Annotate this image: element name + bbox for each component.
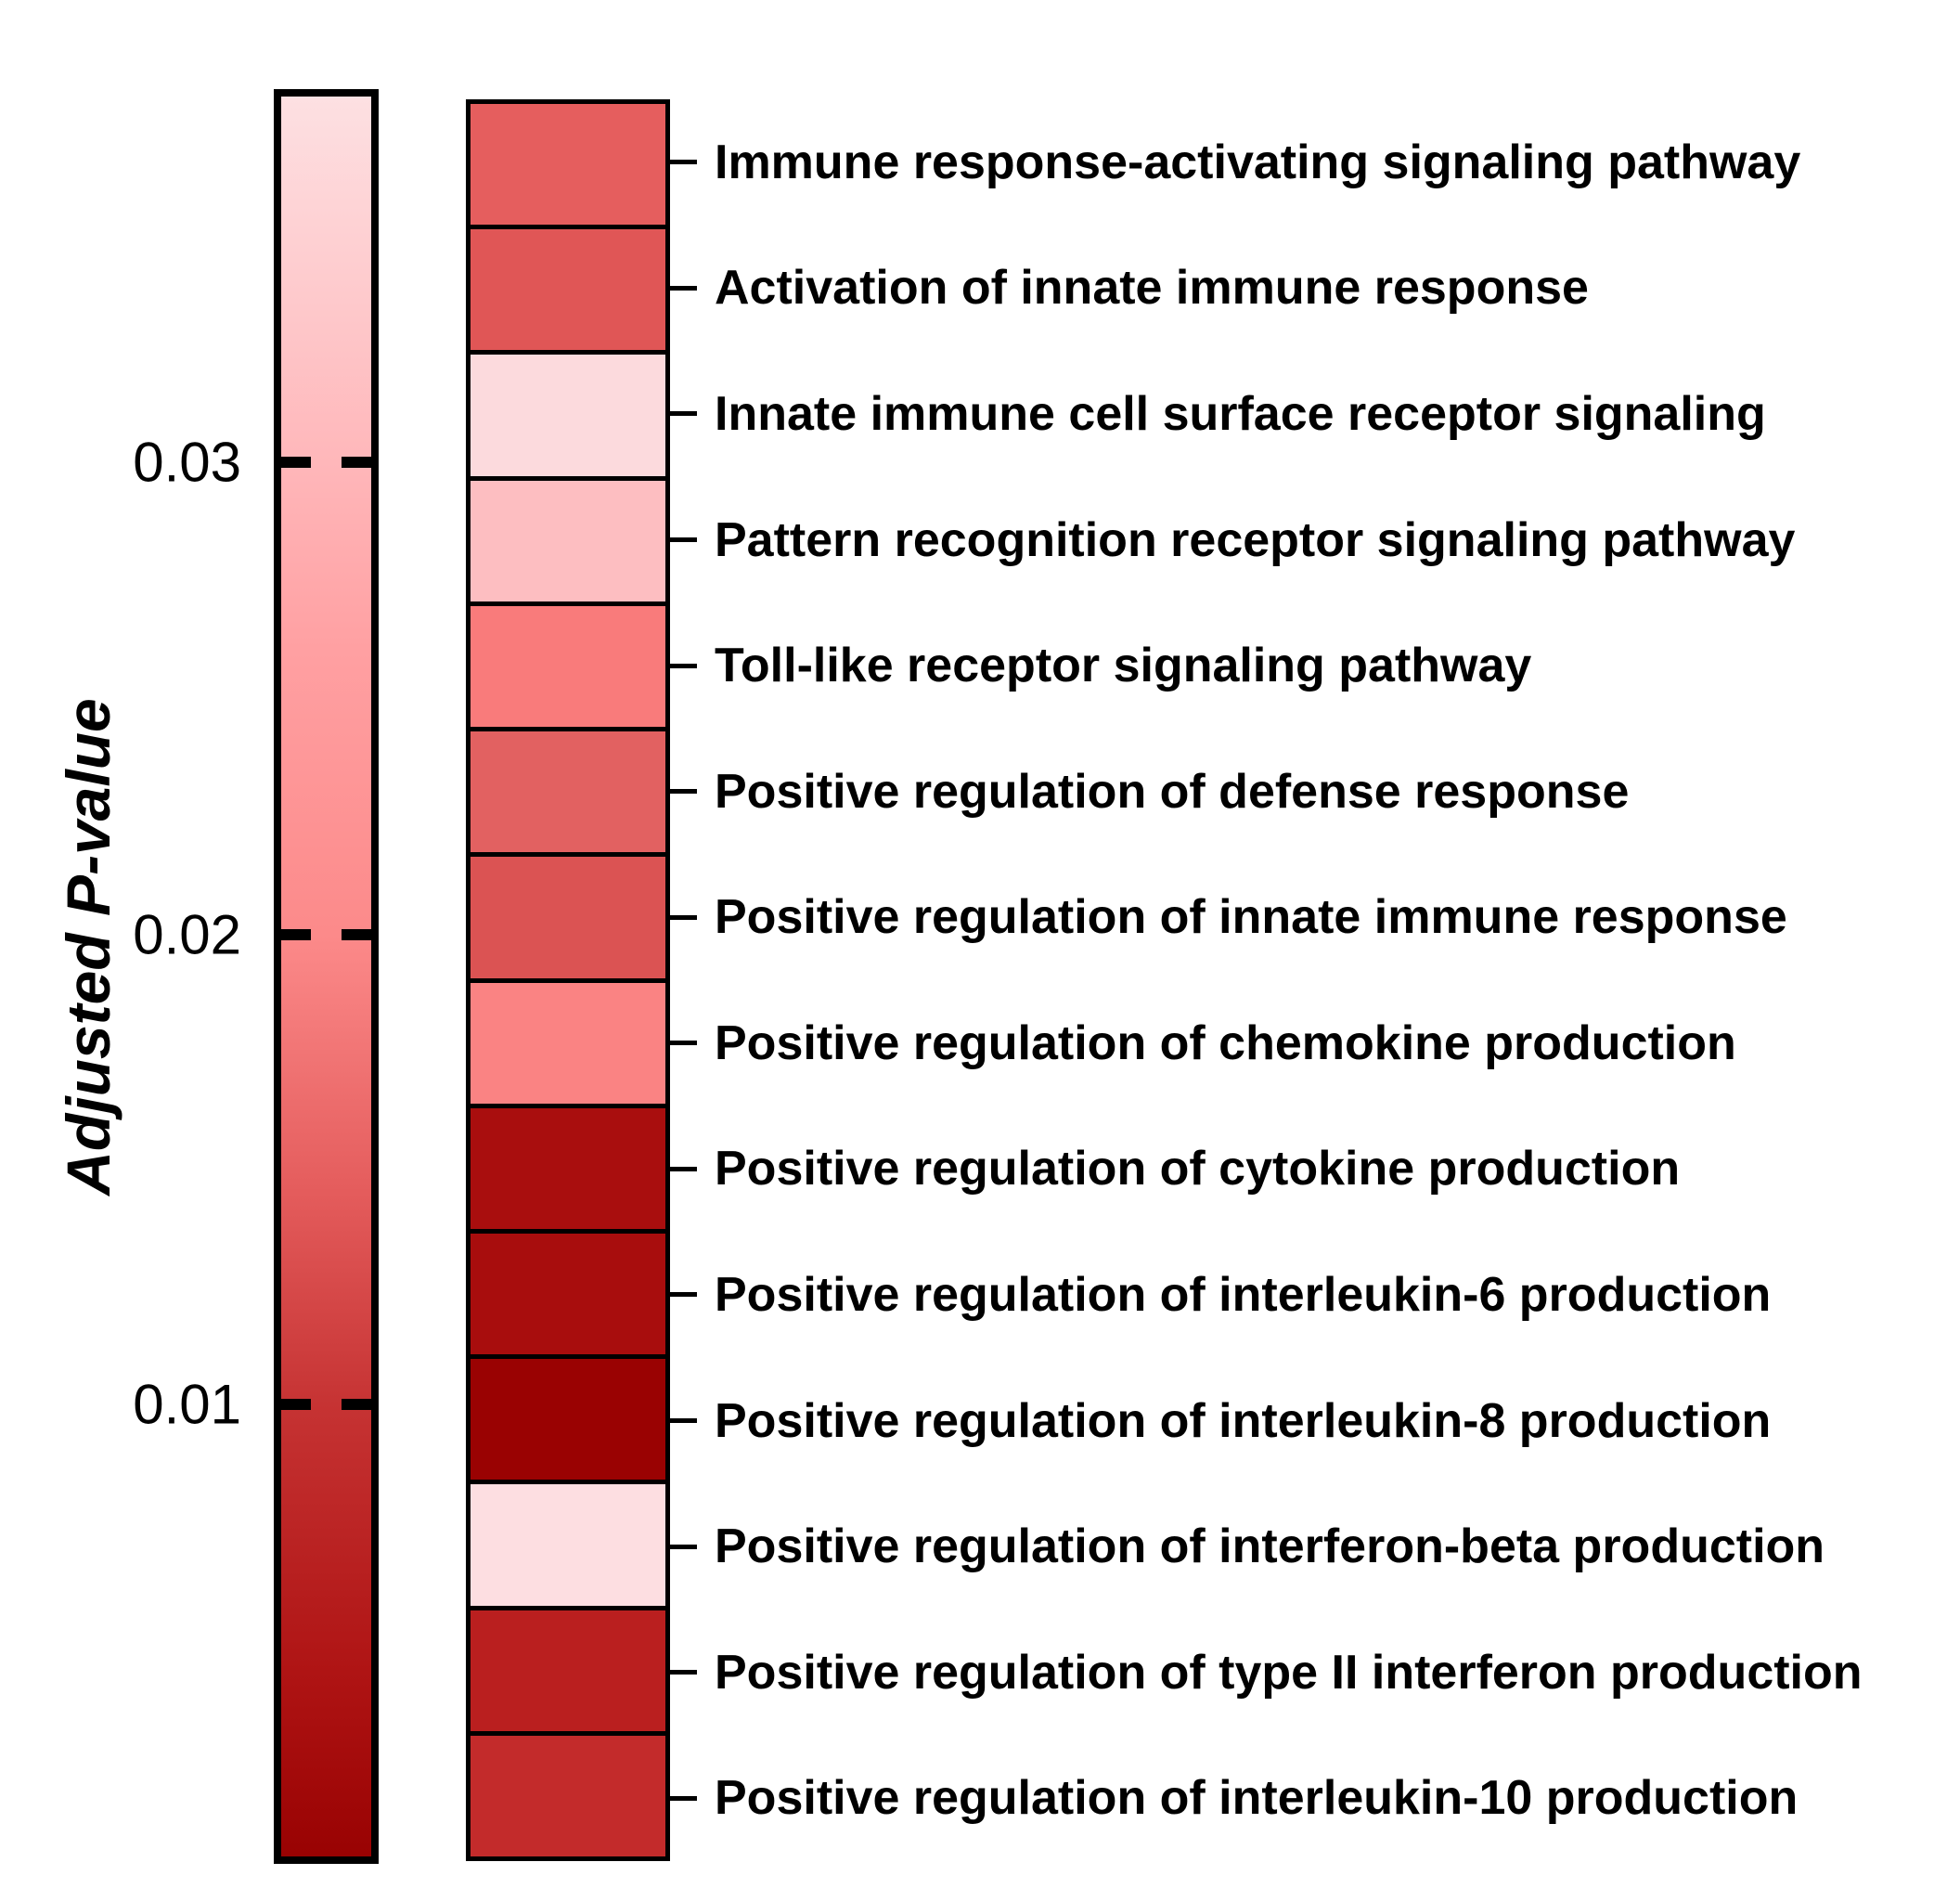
colorbar-tick-label-0.03: 0.03 (133, 431, 241, 494)
heatmap-cell (471, 225, 665, 351)
heatmap-cell (471, 1354, 665, 1481)
heatmap-cell (471, 727, 665, 853)
row-tick-mark (665, 914, 697, 920)
heatmap-cell (471, 1103, 665, 1229)
heatmap-cell (471, 977, 665, 1104)
colorbar-tick-label-0.02: 0.02 (133, 903, 241, 966)
row-tick-mark (665, 1670, 697, 1675)
row-tick-mark (665, 1795, 697, 1801)
colorbar-tick-mark (281, 929, 311, 940)
row-tick-mark (665, 789, 697, 795)
heatmap-cell (471, 350, 665, 476)
heatmap-cell (471, 1730, 665, 1857)
row-label: Positive regulation of innate immune res… (715, 890, 1787, 945)
row-label: Innate immune cell surface receptor sign… (715, 386, 1766, 441)
row-tick-mark (665, 537, 697, 542)
row-label: Positive regulation of interleukin-10 pr… (715, 1771, 1799, 1826)
row-label: Positive regulation of defense response (715, 764, 1630, 819)
row-tick-mark (665, 1418, 697, 1423)
colorbar-tick-mark (342, 1399, 371, 1410)
row-label: Toll-like receptor signaling pathway (715, 639, 1532, 693)
colorbar-tick-mark (342, 457, 371, 468)
row-tick-mark (665, 411, 697, 417)
row-label: Positive regulation of interleukin-6 pro… (715, 1267, 1772, 1322)
heatmap-cell (471, 475, 665, 601)
colorbar-tick-mark (281, 1399, 311, 1410)
row-label: Pattern recognition receptor signaling p… (715, 512, 1796, 567)
row-tick-mark (665, 1544, 697, 1549)
heatmap-cell (471, 104, 665, 226)
heatmap-column (466, 99, 670, 1861)
row-label: Positive regulation of interleukin-8 pro… (715, 1393, 1772, 1448)
row-label: Immune response-activating signaling pat… (715, 135, 1801, 189)
row-label: Activation of innate immune response (715, 261, 1589, 316)
heatmap-cell (471, 852, 665, 978)
row-tick-mark (665, 1166, 697, 1171)
colorbar-gradient (274, 89, 379, 1864)
heatmap-cell (471, 1228, 665, 1355)
row-label: Positive regulation of chemokine product… (715, 1015, 1736, 1070)
row-tick-mark (665, 663, 697, 668)
row-label: Positive regulation of cytokine producti… (715, 1142, 1681, 1196)
heatmap-cell (471, 601, 665, 728)
heatmap-cell (471, 1605, 665, 1731)
colorbar-tick-label-0.01: 0.01 (133, 1373, 241, 1436)
colorbar-tick-mark (342, 929, 371, 940)
row-tick-mark (665, 1292, 697, 1298)
row-tick-mark (665, 160, 697, 165)
colorbar-tick-mark (281, 457, 311, 468)
row-label: Positive regulation of interferon-beta p… (715, 1520, 1825, 1574)
row-tick-mark (665, 285, 697, 291)
heatmap-cell (471, 1480, 665, 1606)
row-tick-mark (665, 1041, 697, 1046)
row-label: Positive regulation of type II interfero… (715, 1645, 1863, 1700)
